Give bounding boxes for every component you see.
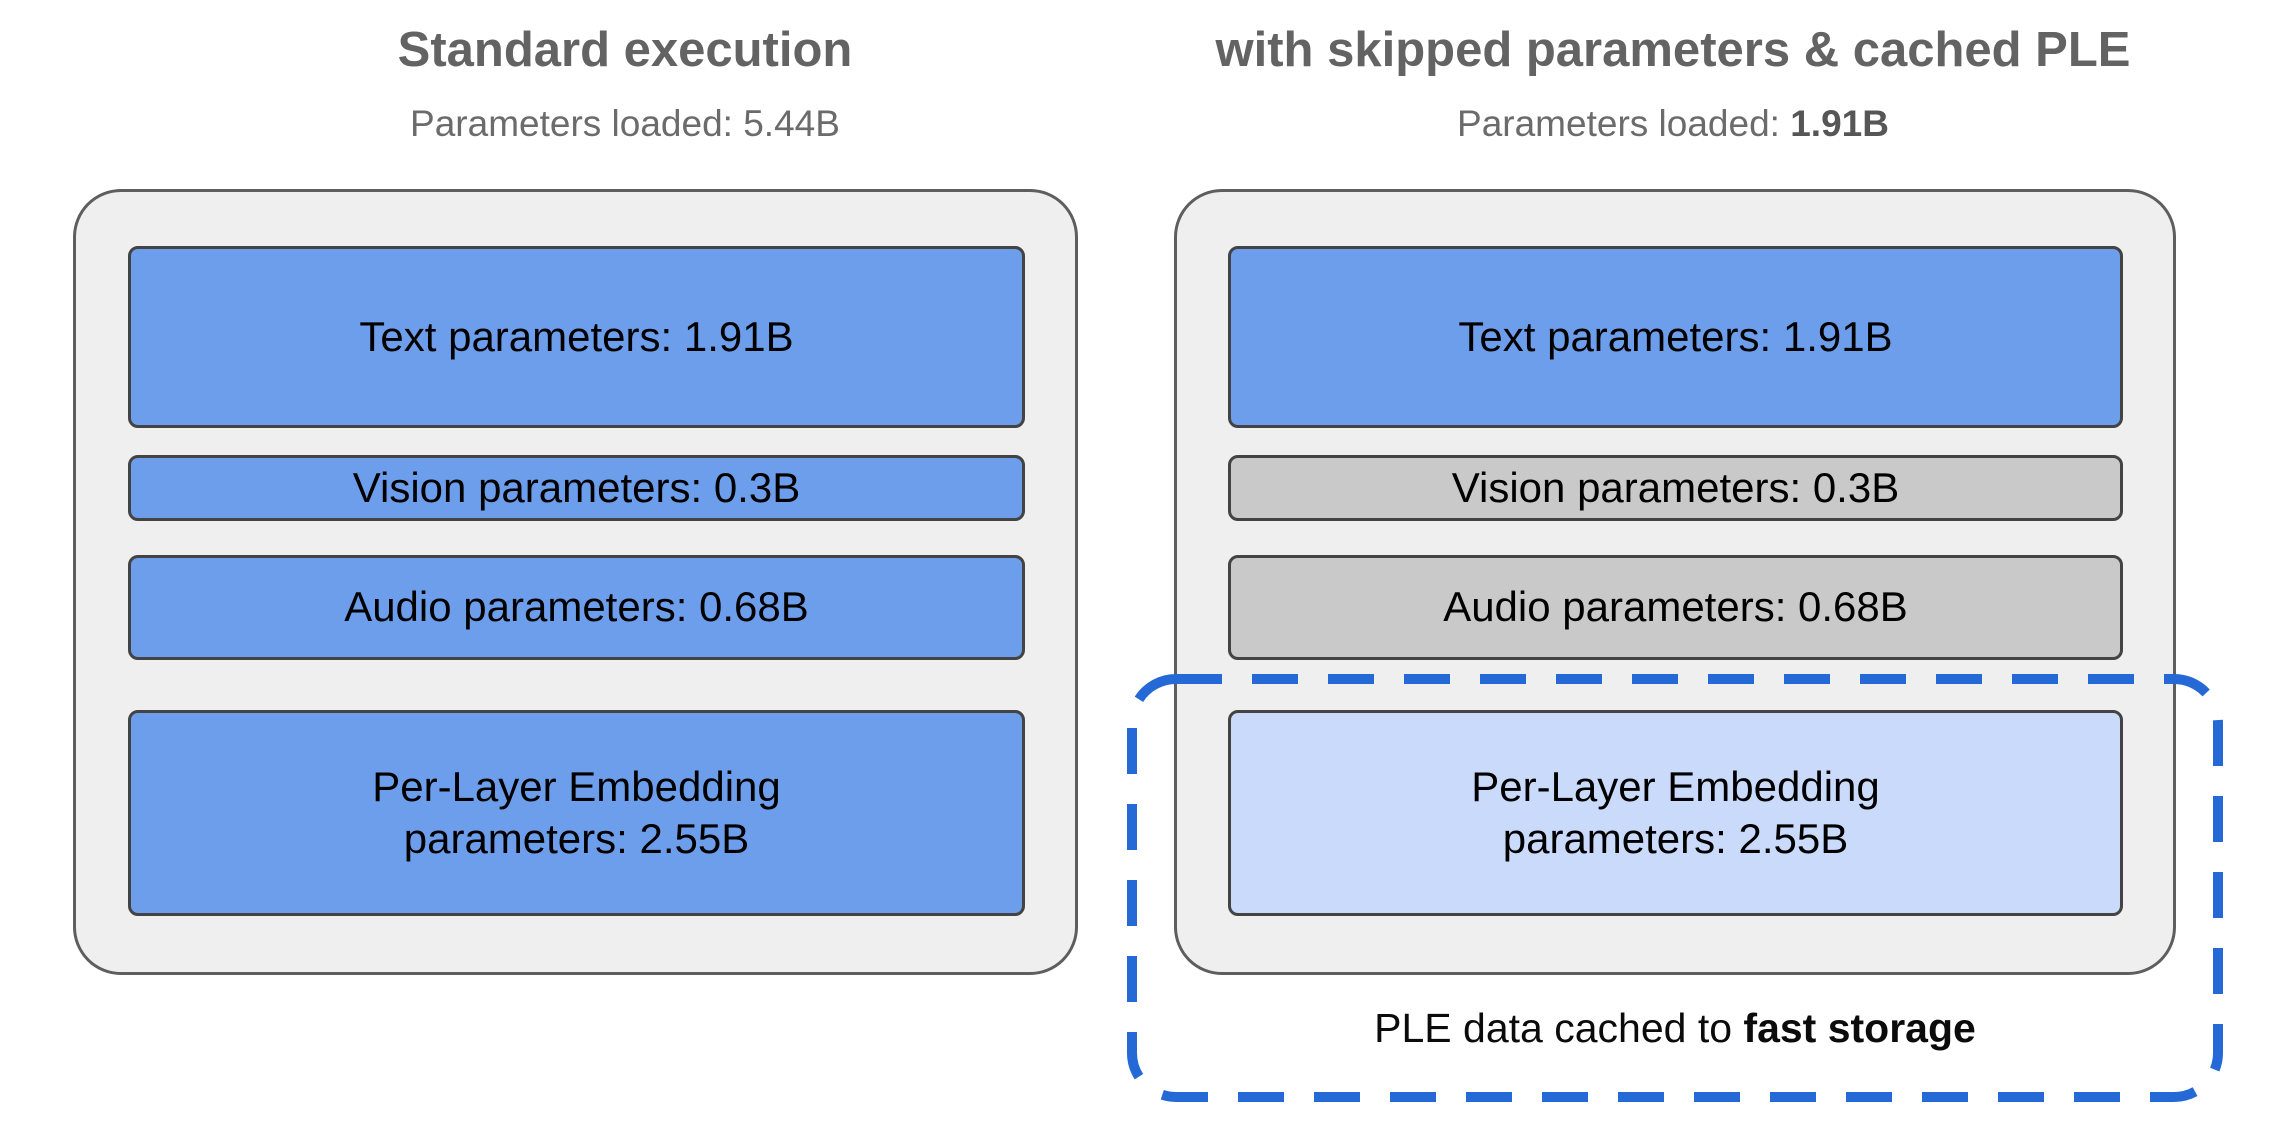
- ple-cache-note: PLE data cached to fast storage: [1126, 1005, 2224, 1051]
- skipped-subtitle-value: 1.91B: [1790, 103, 1889, 144]
- standard-ple-parameters-box: Per-Layer Embedding parameters: 2.55B: [128, 710, 1025, 916]
- standard-subtitle-value: 5.44B: [743, 103, 840, 144]
- standard-panel-subtitle: Parameters loaded: 5.44B: [75, 103, 1175, 145]
- standard-vision-parameters-label: Vision parameters: 0.3B: [352, 463, 801, 511]
- skipped-audio-parameters-label: Audio parameters: 0.68B: [1443, 583, 1908, 631]
- ple-cache-note-prefix: PLE data cached to: [1374, 1005, 1733, 1051]
- skipped-vision-parameters-box: Vision parameters: 0.3B: [1228, 455, 2123, 521]
- skipped-panel-subtitle: Parameters loaded: 1.91B: [1123, 103, 2223, 145]
- skipped-text-parameters-label: Text parameters: 1.91B: [1458, 312, 1893, 360]
- ple-cache-dashed-outline: [1127, 674, 2223, 1102]
- standard-vision-parameters-box: Vision parameters: 0.3B: [128, 455, 1025, 521]
- standard-audio-parameters-box: Audio parameters: 0.68B: [128, 555, 1025, 660]
- standard-subtitle-prefix: Parameters loaded:: [410, 103, 733, 144]
- skipped-text-parameters-box: Text parameters: 1.91B: [1228, 246, 2123, 428]
- cached-ple-parameters-box: Per-Layer Embedding parameters: 2.55B: [1228, 710, 2123, 916]
- skipped-audio-parameters-box: Audio parameters: 0.68B: [1228, 555, 2123, 660]
- standard-audio-parameters-label: Audio parameters: 0.68B: [344, 583, 809, 631]
- skipped-panel-title: with skipped parameters & cached PLE: [1215, 23, 2131, 77]
- ple-cache-note-bold: fast storage: [1743, 1005, 1976, 1051]
- standard-text-parameters-box: Text parameters: 1.91B: [128, 246, 1025, 428]
- skipped-subtitle-prefix: Parameters loaded:: [1457, 103, 1780, 144]
- skipped-vision-parameters-label: Vision parameters: 0.3B: [1451, 463, 1900, 511]
- standard-text-parameters-label: Text parameters: 1.91B: [359, 312, 794, 360]
- standard-panel-title: Standard execution: [397, 23, 853, 77]
- cached-ple-parameters-label: Per-Layer Embedding parameters: 2.55B: [1471, 762, 1880, 863]
- standard-ple-parameters-label: Per-Layer Embedding parameters: 2.55B: [372, 762, 781, 863]
